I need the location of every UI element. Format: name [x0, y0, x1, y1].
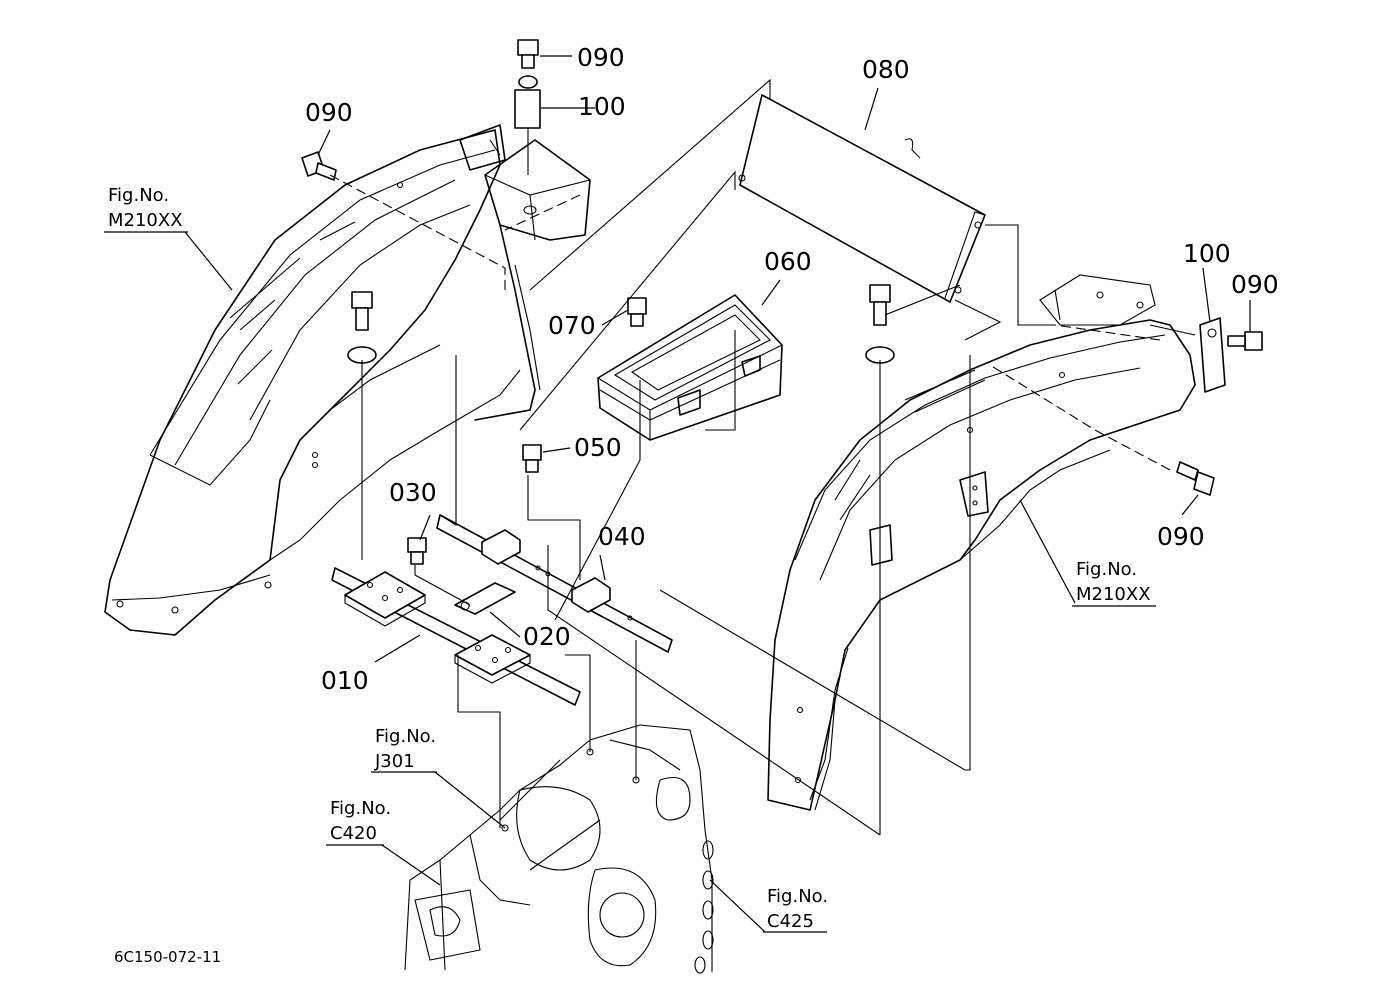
bolt-center-right-stud	[865, 284, 895, 364]
part-labels: 090 100 090 080 060 070 050 030 040 020 …	[305, 43, 1279, 695]
bolt-left-stud	[347, 291, 377, 364]
leader-lines	[184, 55, 1251, 933]
label-050: 050	[574, 433, 622, 462]
label-030: 030	[389, 478, 437, 507]
label-090-top: 090	[577, 43, 625, 72]
label-020: 020	[523, 622, 571, 651]
fig-ref-left-fender: Fig.No. M210XX	[104, 185, 188, 233]
bolt-090-right-bottom	[1176, 461, 1215, 496]
label-040: 040	[598, 522, 646, 551]
drawing-code: 6C150-072-11	[114, 948, 221, 966]
spacer-100-right	[1199, 317, 1226, 393]
svg-text:J301: J301	[374, 751, 415, 772]
svg-text:Fig.No.: Fig.No.	[108, 185, 169, 206]
left-fender	[104, 129, 521, 636]
fender-bracket-right	[869, 471, 989, 566]
fig-ref-c420: Fig.No. C420	[326, 798, 391, 846]
panel-080	[738, 94, 986, 303]
label-080: 080	[862, 55, 910, 84]
label-060: 060	[764, 247, 812, 276]
bracket-010	[331, 567, 581, 706]
label-100-right: 100	[1183, 239, 1231, 268]
fender-bracket-left	[459, 124, 506, 171]
svg-text:Fig.No.: Fig.No.	[375, 726, 436, 747]
bolt-090-right-top	[1227, 331, 1263, 351]
bolt-090-top	[517, 39, 539, 69]
fig-ref-right-fender: Fig.No. M210XX	[1072, 559, 1156, 607]
label-010: 010	[321, 666, 369, 695]
svg-text:M210XX: M210XX	[1076, 584, 1151, 605]
bar-040	[436, 514, 673, 653]
right-fender	[767, 274, 1196, 811]
figure-references: Fig.No. M210XX Fig.No. M210XX Fig.No. J3…	[104, 185, 1156, 933]
svg-text:M210XX: M210XX	[108, 210, 183, 231]
toolbox-060	[597, 294, 783, 441]
label-090-left: 090	[305, 98, 353, 127]
bracket-020	[454, 582, 516, 615]
bolt-070	[627, 297, 647, 327]
fig-ref-j301: Fig.No. J301	[371, 726, 437, 773]
bolt-030	[407, 537, 427, 565]
svg-text:Fig.No.: Fig.No.	[330, 798, 391, 819]
label-070: 070	[548, 311, 596, 340]
svg-text:C425: C425	[767, 911, 814, 932]
label-090-right-bottom: 090	[1157, 522, 1205, 551]
assembly-lines	[329, 78, 1196, 836]
svg-text:Fig.No.: Fig.No.	[1076, 559, 1137, 580]
label-100-top: 100	[578, 92, 626, 121]
spacer-100-top	[514, 75, 541, 175]
fig-ref-c425: Fig.No. C425	[763, 886, 828, 933]
label-090-right-top: 090	[1231, 270, 1279, 299]
svg-text:C420: C420	[330, 823, 377, 844]
bolt-050	[522, 444, 542, 473]
svg-text:Fig.No.: Fig.No.	[767, 886, 828, 907]
transmission-housing	[404, 724, 714, 974]
